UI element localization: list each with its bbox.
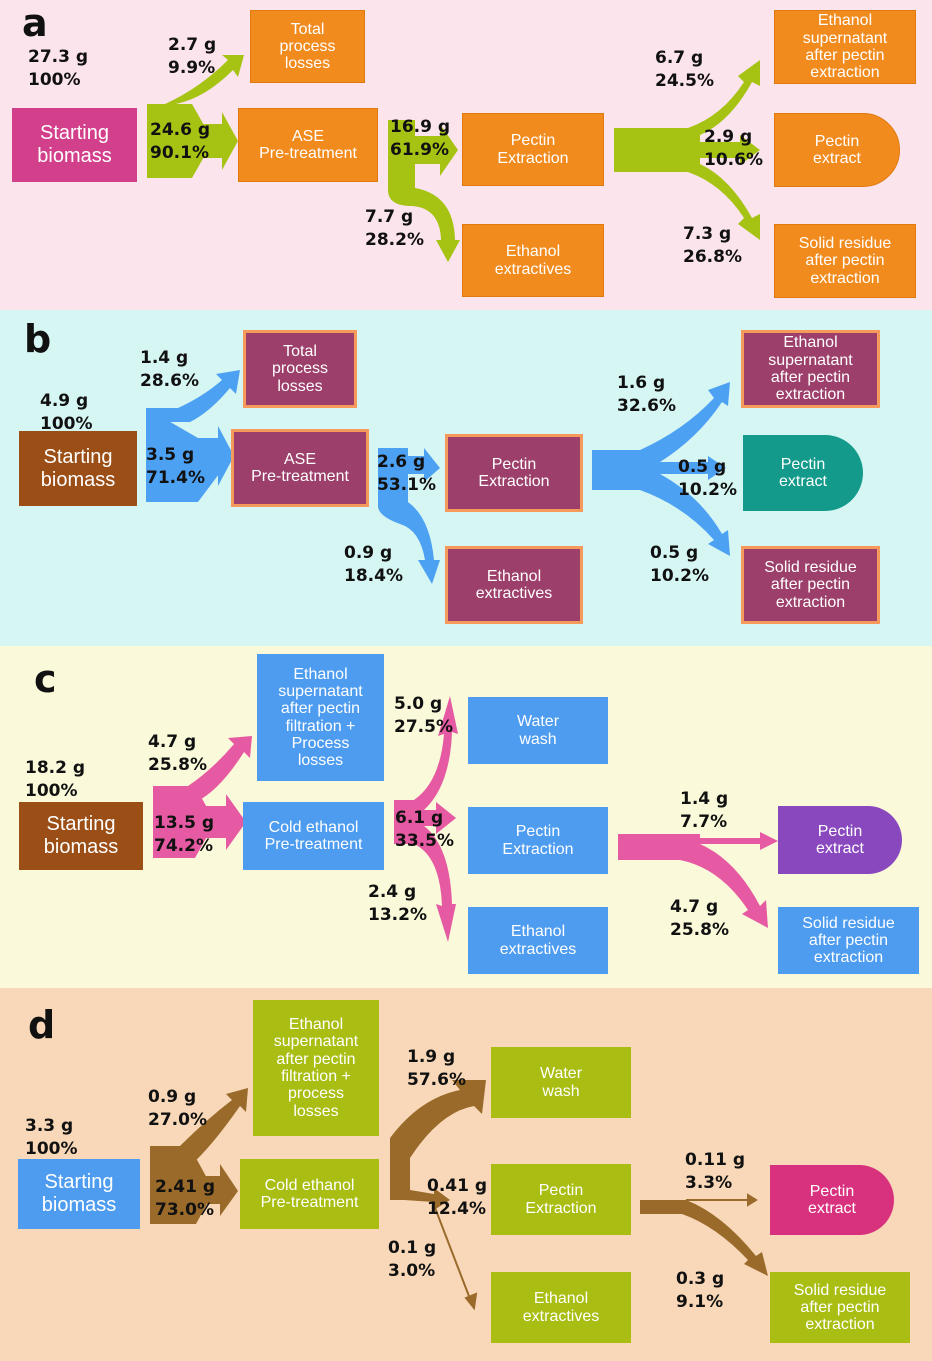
box-starting-biomass: Starting biomass xyxy=(19,431,137,506)
value-losses: 1.4 g 28.6% xyxy=(140,348,199,391)
box-cold-ethanol-pretreatment: Cold ethanol Pre-treatment xyxy=(243,802,384,870)
box-ethanol-extractives: Ethanol extractives xyxy=(462,224,604,297)
value-start: 3.3 g 100% xyxy=(25,1116,78,1159)
box-pectin-extraction: Pectin Extraction xyxy=(462,113,604,186)
box-starting-biomass: Starting biomass xyxy=(19,802,143,870)
box-total-process-losses: Total process losses xyxy=(250,10,365,83)
value-residue: 7.3 g 26.8% xyxy=(683,224,742,267)
value-to-pectin: 0.41 g 12.4% xyxy=(427,1176,488,1219)
value-to-ethanol: 7.7 g 28.2% xyxy=(365,207,424,250)
box-supernatant-losses: Ethanol supernatant after pectin filtrat… xyxy=(253,1000,379,1136)
panel-d: d 3.3 g 100% 0.9 g 27.0% 2.41 g 73.0% 1.… xyxy=(0,988,932,1361)
box-solid-residue: Solid residue after pectin extraction xyxy=(741,546,880,624)
flow-d-residue-line xyxy=(640,1200,768,1276)
value-pectin: 0.11 g 3.3% xyxy=(685,1150,746,1193)
box-starting-biomass: Starting biomass xyxy=(18,1159,140,1229)
box-pectin-extract: Pectin extract xyxy=(770,1165,894,1235)
box-pectin-extract: Pectin extract xyxy=(774,113,900,187)
box-solid-residue: Solid residue after pectin extraction xyxy=(774,224,916,298)
value-pretreat: 3.5 g 71.4% xyxy=(146,445,205,488)
value-losses: 4.7 g 25.8% xyxy=(148,732,207,775)
panel-a: a 27.3 g 100% 2.7 g 9.9% 24.6 g 90.1% 16… xyxy=(0,0,932,310)
value-start: 27.3 g 100% xyxy=(28,47,89,90)
value-residue: 0.5 g 10.2% xyxy=(650,543,709,586)
value-pretreat: 13.5 g 74.2% xyxy=(154,813,215,856)
box-ethanol-extractives: Ethanol extractives xyxy=(468,907,608,974)
box-pectin-extraction: Pectin Extraction xyxy=(445,434,583,512)
box-pectin-extract: Pectin extract xyxy=(778,806,902,874)
value-losses: 0.9 g 27.0% xyxy=(148,1087,207,1130)
box-pectin-extraction: Pectin Extraction xyxy=(491,1164,631,1235)
panel-b: b 4.9 g 100% 1.4 g 28.6% 3.5 g 71.4% 2.6… xyxy=(0,310,932,646)
box-ethanol-supernatant: Ethanol supernatant after pectin extract… xyxy=(774,10,916,84)
value-to-pectin: 16.9 g 61.9% xyxy=(390,117,451,160)
flow-d-pectin-arrowhead xyxy=(747,1193,758,1207)
value-pretreat: 24.6 g 90.1% xyxy=(150,120,211,163)
box-water-wash: Water wash xyxy=(468,697,608,764)
flow-d-ethanol-arrowhead xyxy=(464,1292,478,1311)
box-supernatant-losses: Ethanol supernatant after pectin filtrat… xyxy=(257,654,384,781)
panel-label-c: c xyxy=(34,657,57,701)
box-ase-pretreatment: ASE Pre-treatment xyxy=(238,108,378,182)
value-water: 5.0 g 27.5% xyxy=(394,694,453,737)
box-ethanol-supernatant: Ethanol supernatant after pectin extract… xyxy=(741,330,880,408)
value-pretreat: 2.41 g 73.0% xyxy=(155,1177,216,1220)
box-solid-residue: Solid residue after pectin extraction xyxy=(778,907,919,974)
value-supernatant: 6.7 g 24.5% xyxy=(655,48,714,91)
box-starting-biomass: Starting biomass xyxy=(12,108,137,182)
panel-c: c 18.2 g 100% 4.7 g 25.8% 13.5 g 74.2% 5… xyxy=(0,646,932,988)
box-ethanol-extractives: Ethanol extractives xyxy=(491,1272,631,1343)
value-to-ethanol: 0.9 g 18.4% xyxy=(344,543,403,586)
box-cold-ethanol-pretreatment: Cold ethanol Pre-treatment xyxy=(240,1159,379,1229)
value-supernatant: 1.6 g 32.6% xyxy=(617,373,676,416)
value-to-ethanol: 0.1 g 3.0% xyxy=(388,1238,437,1281)
panel-label-b: b xyxy=(24,317,52,361)
value-to-ethanol: 2.4 g 13.2% xyxy=(368,882,427,925)
value-pectin: 1.4 g 7.7% xyxy=(680,789,729,832)
value-pectin: 2.9 g 10.6% xyxy=(704,127,763,170)
box-pectin-extraction: Pectin Extraction xyxy=(468,807,608,874)
value-to-pectin: 2.6 g 53.1% xyxy=(377,452,436,495)
box-ethanol-extractives: Ethanol extractives xyxy=(445,546,583,624)
box-ase-pretreatment: ASE Pre-treatment xyxy=(231,429,369,507)
panel-label-a: a xyxy=(22,1,48,45)
box-pectin-extract: Pectin extract xyxy=(743,435,863,511)
value-start: 18.2 g 100% xyxy=(25,758,86,801)
value-residue: 0.3 g 9.1% xyxy=(676,1269,725,1312)
box-water-wash: Water wash xyxy=(491,1047,631,1118)
value-residue: 4.7 g 25.8% xyxy=(670,897,729,940)
value-start: 4.9 g 100% xyxy=(40,391,93,434)
value-to-pectin: 6.1 g 33.5% xyxy=(395,808,454,851)
value-losses: 2.7 g 9.9% xyxy=(168,35,217,78)
value-water: 1.9 g 57.6% xyxy=(407,1047,466,1090)
panel-label-d: d xyxy=(28,1003,56,1047)
box-total-process-losses: Total process losses xyxy=(243,330,357,408)
value-pectin: 0.5 g 10.2% xyxy=(678,457,737,500)
box-solid-residue: Solid residue after pectin extraction xyxy=(770,1272,910,1343)
